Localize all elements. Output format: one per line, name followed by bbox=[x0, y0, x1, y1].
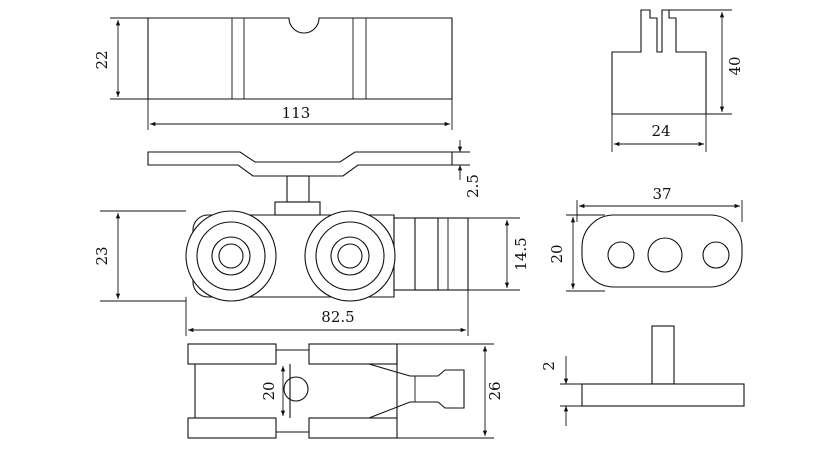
bracket-height-label: 14.5 bbox=[512, 237, 530, 270]
bottom-outer-width-label: 26 bbox=[486, 381, 504, 400]
side-width-label: 24 bbox=[651, 122, 670, 140]
bottom-view: 20 26 bbox=[187, 343, 504, 439]
plate-thickness-label: 2.5 bbox=[464, 174, 482, 198]
plate-view: 37 20 bbox=[548, 185, 743, 292]
stud-offset-label: 2 bbox=[540, 361, 558, 371]
side-height-label: 40 bbox=[726, 56, 744, 75]
plate-width-label: 20 bbox=[548, 244, 566, 263]
side-view: 40 24 bbox=[611, 9, 744, 152]
front-view: 2.5 23 14.5 82.5 bbox=[93, 140, 530, 336]
top-height-label: 22 bbox=[93, 50, 111, 69]
bottom-inner-width-label: 20 bbox=[260, 381, 278, 400]
top-length-label: 113 bbox=[282, 104, 311, 122]
plate-length-label: 37 bbox=[652, 185, 671, 203]
roller-length-label: 82.5 bbox=[321, 308, 354, 326]
roller-height-label: 23 bbox=[93, 246, 111, 265]
top-view: 22 113 bbox=[93, 17, 453, 130]
stud-view: 2 bbox=[540, 325, 745, 426]
